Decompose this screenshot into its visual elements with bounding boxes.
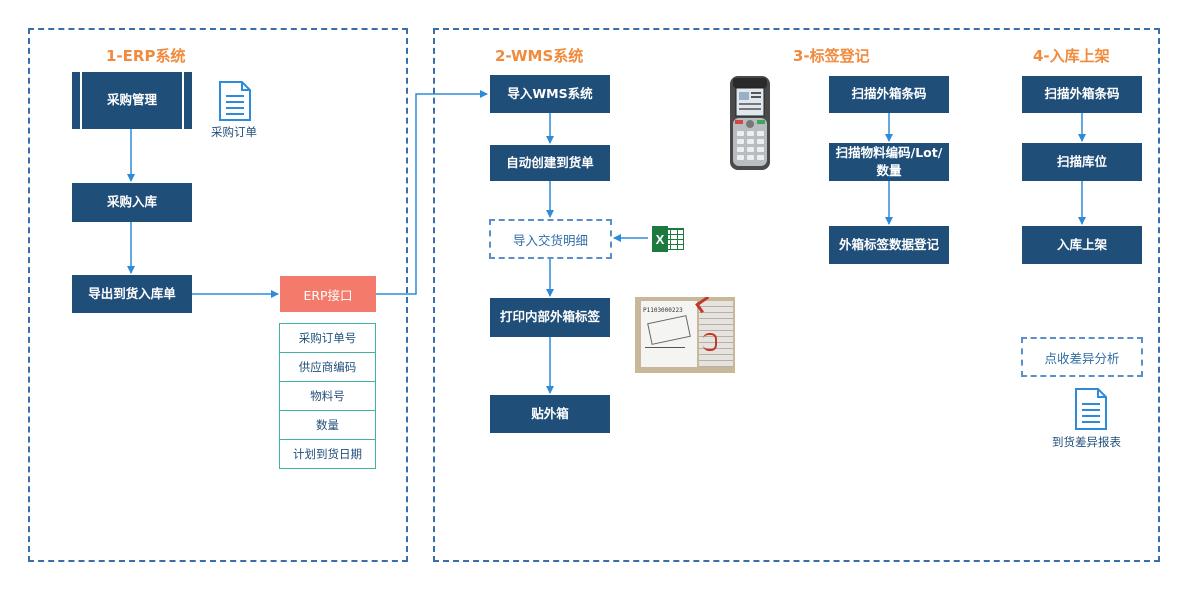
field-material-no: 物料号 <box>279 381 376 411</box>
shelve-box: 入库上架 <box>1022 226 1142 264</box>
purchase-inbound-box: 采购入库 <box>72 183 192 222</box>
erp-section-title: 1-ERP系统 <box>106 47 186 65</box>
arrow-api-to-wms <box>376 90 488 295</box>
stick-box-box: 贴外箱 <box>490 395 610 433</box>
field-supplier-code: 供应商编码 <box>279 352 376 382</box>
field-planned-date: 计划到货日期 <box>279 439 376 469</box>
purchase-mgmt-box: 采购管理 <box>72 72 192 129</box>
erp-api-box: ERP接口 <box>280 276 376 312</box>
field-po-number: 采购订单号 <box>279 323 376 353</box>
putaway-section-title: 4-入库上架 <box>1033 47 1110 65</box>
print-label-box: 打印内部外箱标签 <box>490 298 610 337</box>
diff-analysis-box: 点收差异分析 <box>1021 337 1143 377</box>
label-scan-box: 扫描外箱条码 <box>829 76 949 113</box>
export-asn-box: 导出到货入库单 <box>72 275 192 313</box>
handheld-scanner-icon <box>730 76 770 170</box>
scan-material-box: 扫描物料编码/Lot/ 数量 <box>829 143 949 181</box>
purchase-order-doc-label: 采购订单 <box>211 125 257 139</box>
putaway-scan-box: 扫描外箱条码 <box>1022 76 1142 113</box>
scan-location-box: 扫描库位 <box>1022 143 1142 181</box>
report-document-icon <box>1075 388 1107 430</box>
erp-section-frame <box>28 28 408 562</box>
wms-section-frame <box>433 28 1160 562</box>
diff-report-label: 到货差异报表 <box>1052 435 1121 449</box>
excel-icon: X <box>652 226 684 252</box>
wms-section-title: 2-WMS系统 <box>495 47 584 65</box>
import-detail-box: 导入交货明细 <box>489 219 612 259</box>
box-label-photo: P1103000223 <box>635 297 735 373</box>
document-icon <box>219 81 251 121</box>
import-wms-box: 导入WMS系统 <box>490 75 610 113</box>
field-quantity: 数量 <box>279 410 376 440</box>
label-register-box: 外箱标签数据登记 <box>829 226 949 264</box>
auto-create-box: 自动创建到货单 <box>490 145 610 181</box>
label-section-title: 3-标签登记 <box>793 47 870 65</box>
